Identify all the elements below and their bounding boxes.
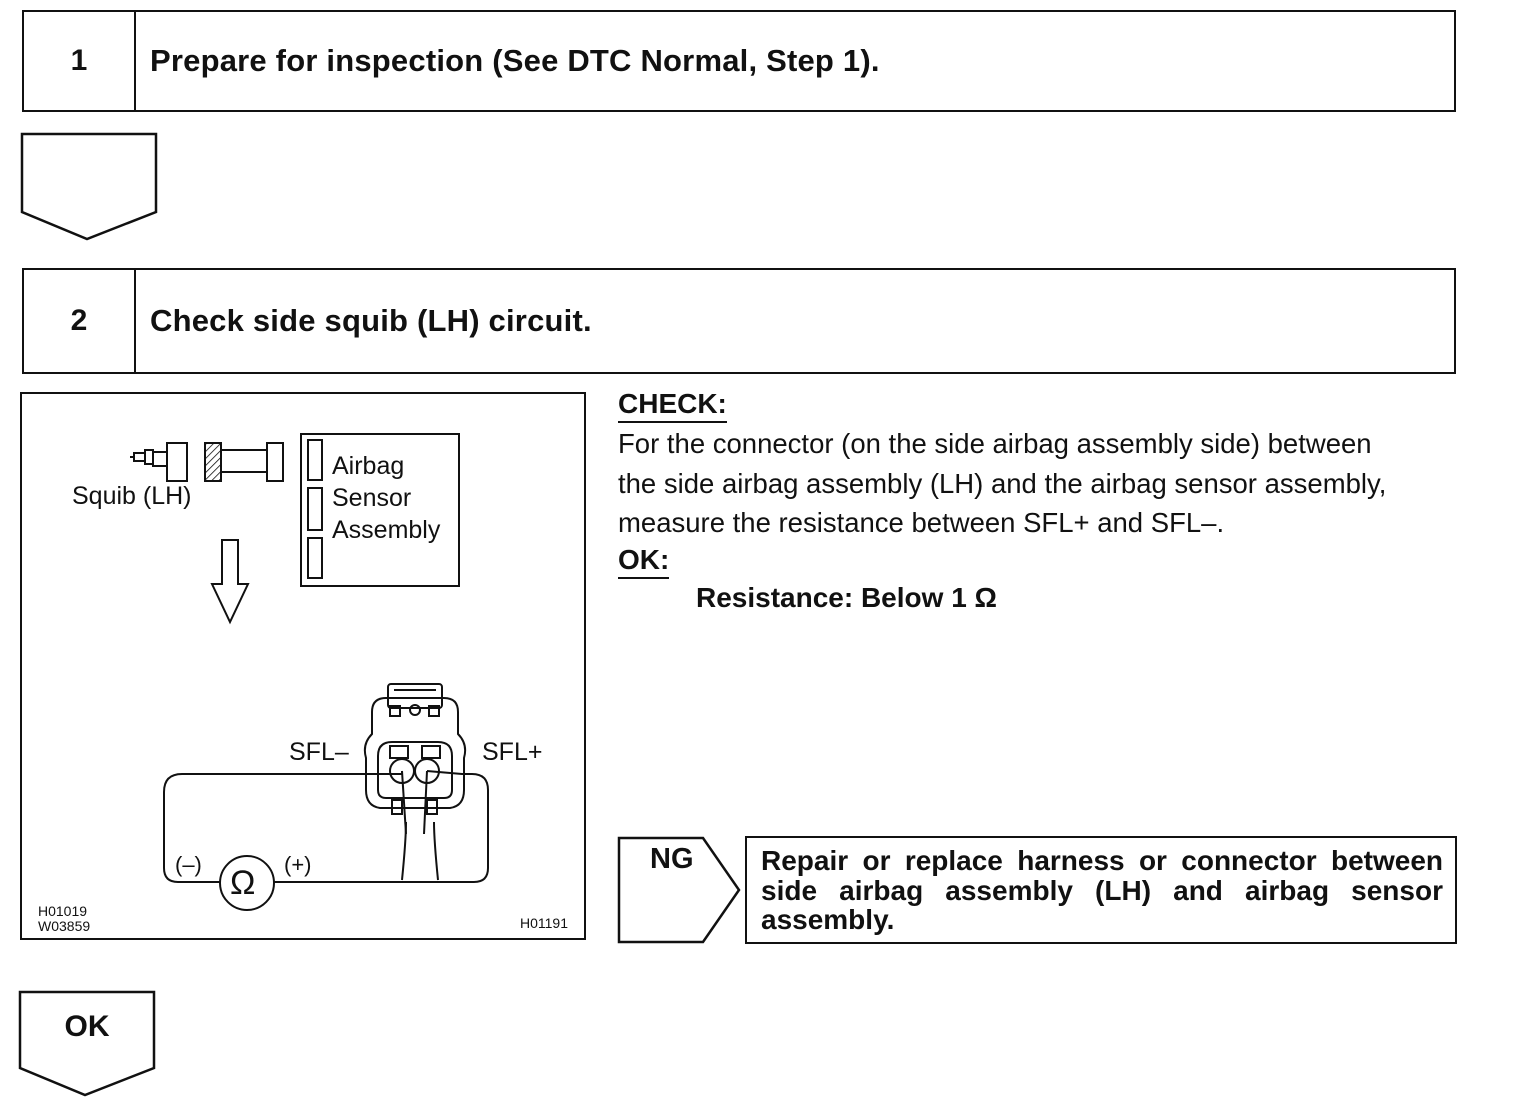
- airbag-sensor-box: [300, 433, 460, 587]
- terminal-plus-label: SFL+: [482, 738, 543, 766]
- step-2-number: 2: [24, 270, 136, 372]
- sensor-label-line2: Sensor: [332, 484, 412, 512]
- check-line-2: the side airbag assembly (LH) and the ai…: [618, 467, 1387, 499]
- resistance-spec: Resistance: Below 1 Ω: [696, 582, 997, 613]
- terminal-minus-label: SFL–: [289, 738, 349, 766]
- ng-repair-action: Repair or replace harness or connector b…: [745, 836, 1457, 944]
- ng-arrow: [617, 836, 741, 944]
- ng-label: NG: [650, 843, 694, 875]
- mating-connector: [204, 442, 284, 482]
- check-line-3: measure the resistance between SFL+ and …: [618, 507, 1225, 538]
- figure-code-3: H01191: [520, 915, 569, 931]
- figure-code-2: W03859: [38, 918, 91, 934]
- step-2-box: 2 Check side squib (LH) circuit.: [22, 268, 1456, 374]
- ok-flow-arrow: [18, 990, 156, 1097]
- step-2-title: Check side squib (LH) circuit.: [150, 303, 592, 338]
- ok-heading: OK:: [618, 544, 670, 579]
- sensor-label-line3: Assembly: [332, 516, 441, 544]
- connector-illustration: [130, 433, 489, 911]
- figure-code-1: H01019: [38, 903, 88, 919]
- wiring-diagram: Squib (LH) Airbag Sensor Assembly SFL– S…: [20, 392, 586, 940]
- meter-plus-label: (+): [284, 852, 312, 877]
- step-1-number: 1: [24, 12, 136, 110]
- check-line-1: For the connector (on the side airbag as…: [618, 428, 1372, 459]
- check-instructions: For the connector (on the side airbag as…: [618, 424, 1468, 543]
- squib-connector: [130, 442, 188, 482]
- meter-minus-label: (–): [175, 852, 202, 877]
- ok-flow-label: OK: [64, 1010, 110, 1043]
- flow-arrow-1: [20, 132, 158, 241]
- down-arrow: [210, 539, 250, 625]
- ohm-symbol: Ω: [230, 864, 256, 902]
- step-1-box: 1 Prepare for inspection (See DTC Normal…: [22, 10, 1456, 112]
- sensor-label-line1: Airbag: [332, 452, 405, 480]
- check-heading: CHECK:: [618, 388, 727, 423]
- step-1-title: Prepare for inspection (See DTC Normal, …: [150, 43, 880, 78]
- ohmmeter-icon: [219, 855, 275, 911]
- squib-label: Squib (LH): [72, 482, 192, 510]
- ohmmeter-circuit: [163, 770, 489, 911]
- connector-face: [363, 683, 467, 881]
